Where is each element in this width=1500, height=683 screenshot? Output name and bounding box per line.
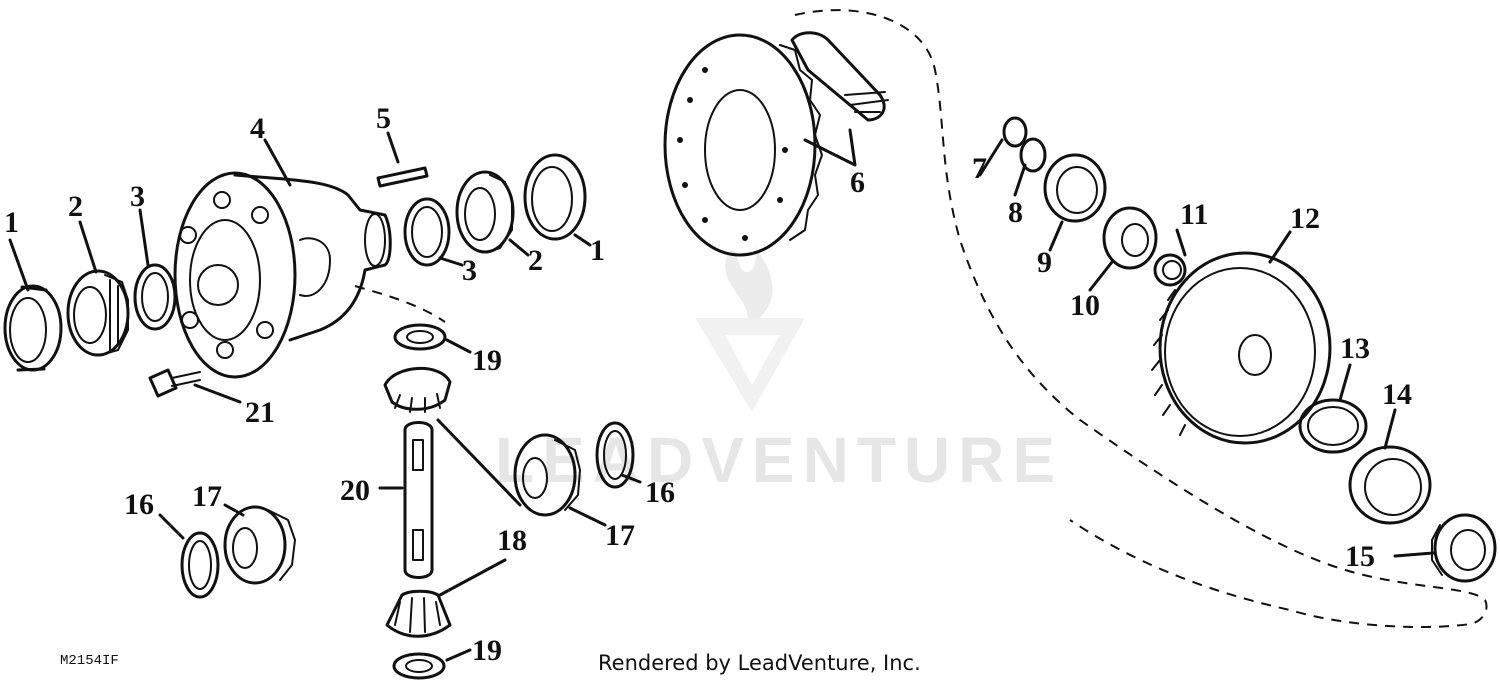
bearing-cup-14 [1348,445,1432,525]
cross-pin [376,166,429,188]
callout-17-left: 17 [192,480,222,513]
snap-ring [1002,116,1028,148]
callout-19-lower: 19 [472,634,502,667]
shim-13 [1298,398,1368,454]
callout-3-right: 3 [462,254,477,287]
callout-2-left: 2 [68,190,83,223]
render-credit: Rendered by LeadVenture, Inc. [598,651,921,675]
thrust-washer-left [180,531,220,599]
pinion-gear-upper [383,367,452,413]
cone-bearing-left [66,269,130,357]
cap-screw [148,368,201,398]
callout-8: 8 [1008,196,1023,229]
case-to-washer-dashed [354,285,446,323]
callout-3-left: 3 [130,180,145,213]
spacer-11 [1153,253,1187,287]
callout-1-right: 1 [590,234,605,267]
ring-gear [663,33,823,257]
callout-6: 6 [850,166,865,199]
assembly-boundary-dashed [794,9,1488,629]
callout-9: 9 [1037,246,1052,279]
thrust-washer-right [595,421,635,489]
shim-right [403,197,451,267]
callout-16-left: 16 [124,488,154,521]
shim-left [133,263,177,331]
callout-20: 20 [340,474,370,507]
differential-case [173,171,392,379]
pinion-shaft [403,421,434,579]
callout-11: 11 [1180,198,1208,231]
callout-10: 10 [1070,289,1100,322]
bearing-cup-right [523,153,587,241]
callout-16-right: 16 [645,476,675,509]
washer-8 [1019,137,1047,173]
callout-12: 12 [1290,202,1320,235]
pinion-washer-upper [393,323,447,351]
side-gear-left [223,505,296,585]
callout-15: 15 [1345,540,1375,573]
leader-lines [8,128,1435,662]
watermark-brand: LEADVENTURE [495,424,1063,496]
callout-5: 5 [376,102,391,135]
drawing-id: M2154IF [60,653,119,669]
pinion-gear-lower [385,589,452,638]
cone-bearing-10 [1102,206,1158,270]
callout-18: 18 [497,524,527,557]
callout-2-right: 2 [528,244,543,277]
leadventure-watermark-logo [695,245,805,412]
callout-13: 13 [1340,332,1370,365]
drive-pinion [790,31,889,122]
cone-bearing-15 [1431,513,1497,583]
callout-1-left: 1 [4,206,19,239]
side-gear-right [513,433,581,517]
drive-gear [1151,251,1332,445]
callout-7: 7 [972,152,987,185]
callout-14: 14 [1382,378,1412,411]
callout-21: 21 [245,396,275,429]
bearing-cup-9 [1043,153,1107,223]
cone-bearing-right [455,170,515,254]
callout-17-right: 17 [605,519,635,552]
callout-4: 4 [250,112,265,145]
bearing-cup-left [3,284,63,372]
callout-19-upper: 19 [472,344,502,377]
pinion-washer-lower [392,652,446,680]
